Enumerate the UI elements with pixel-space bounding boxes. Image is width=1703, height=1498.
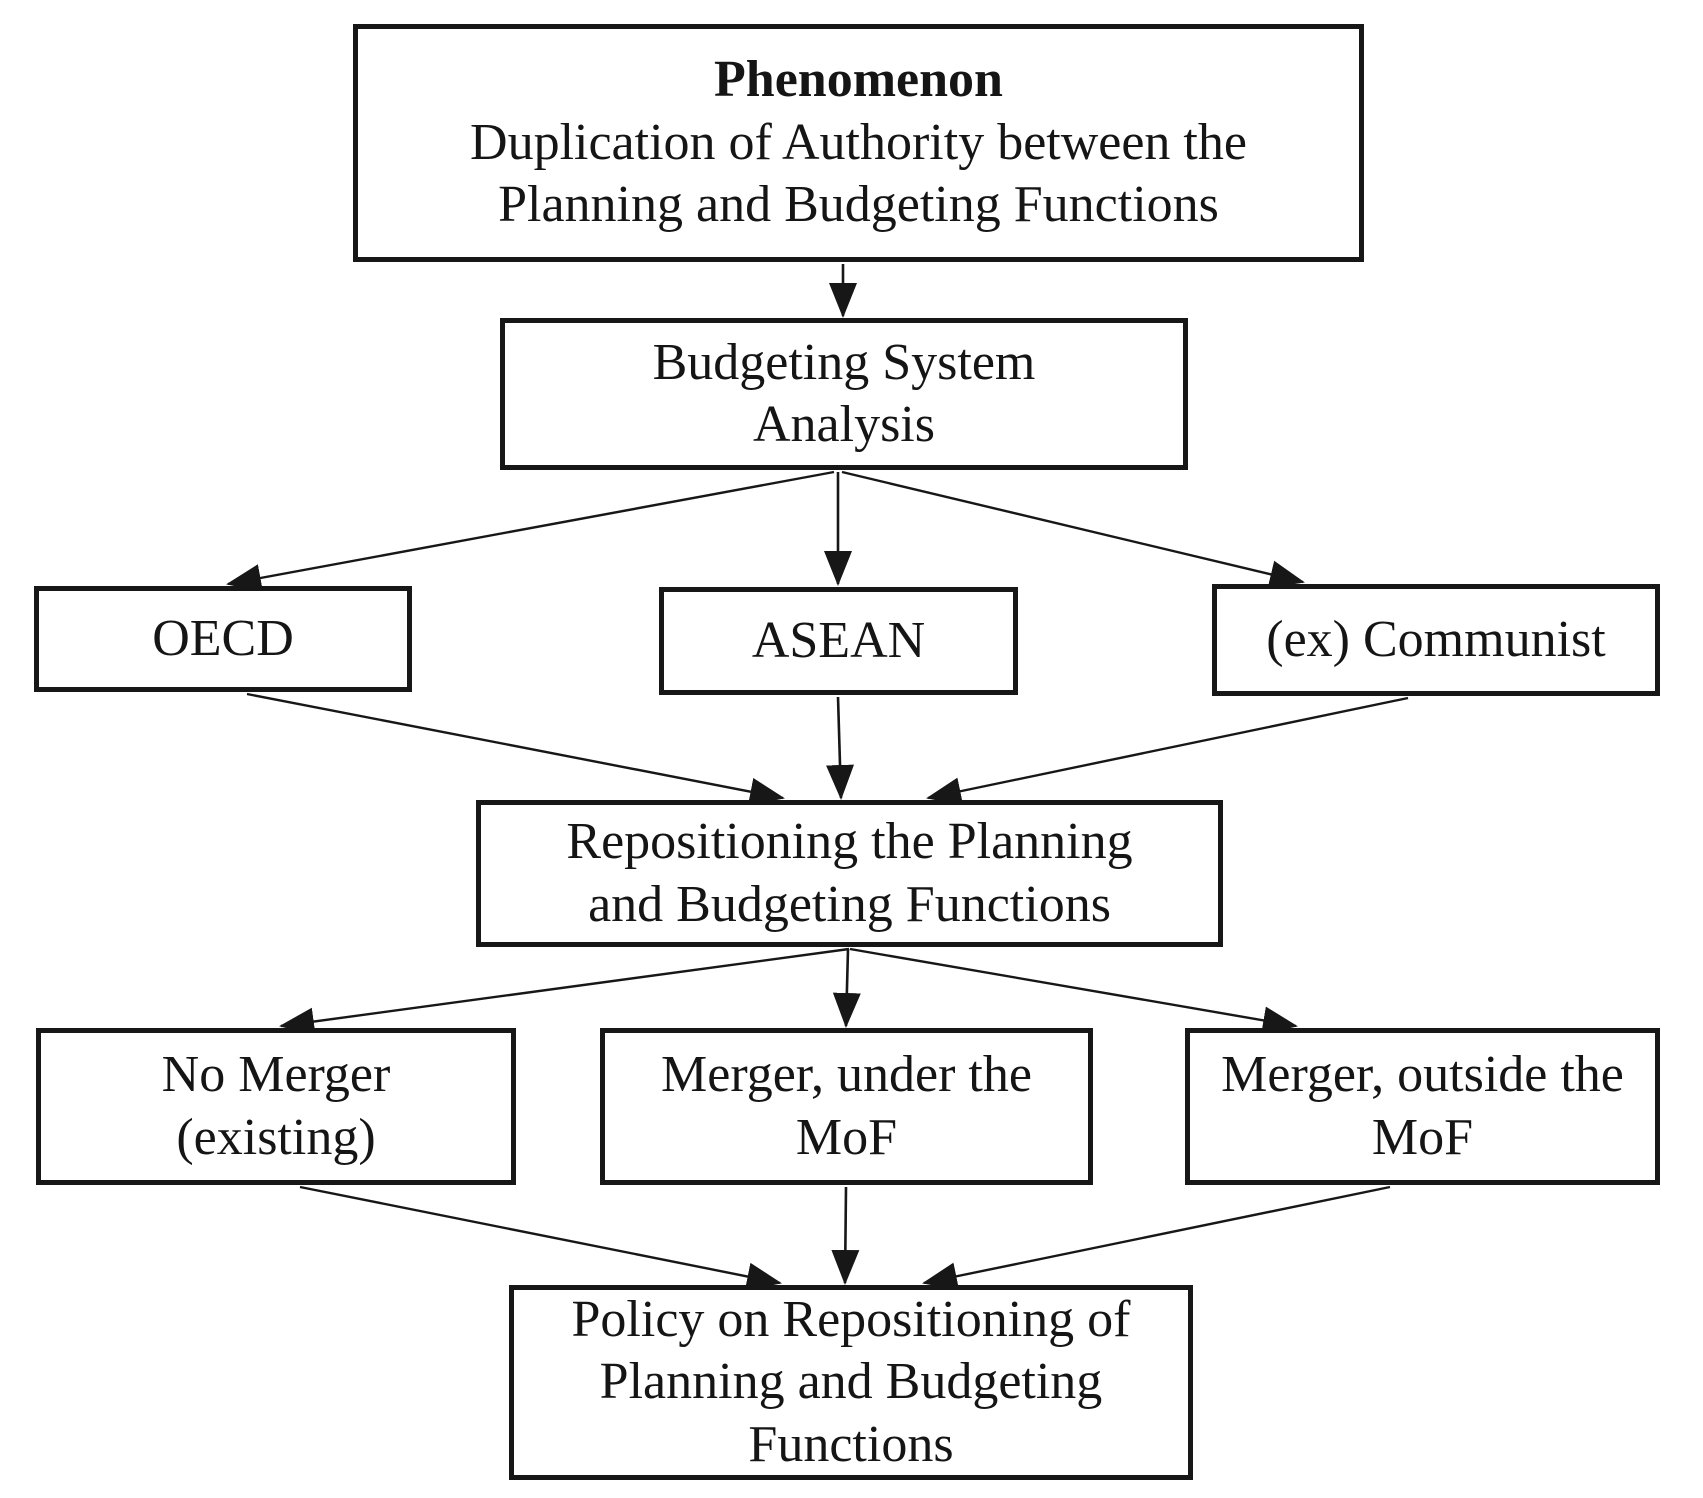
- arrow-repositioning-to-merger-under: [832, 948, 861, 1028]
- node-label: Budgeting System Analysis: [652, 333, 1036, 453]
- arrow-budgeting-to-oecd: [226, 470, 835, 592]
- node-phenomenon-body: Duplication of Authority between the Pla…: [470, 113, 1247, 234]
- node-merger-outside-mof: Merger, outside the MoF: [1185, 1028, 1660, 1185]
- arrow-oecd-to-repositioning: [246, 692, 785, 806]
- node-ex-communist: (ex) Communist: [1212, 584, 1660, 696]
- arrow-no-merger-to-policy: [299, 1185, 782, 1291]
- node-merger-under-mof: Merger, under the MoF: [600, 1028, 1093, 1185]
- arrow-merger-under-to-policy: [831, 1186, 860, 1285]
- node-label: No Merger (existing): [161, 1046, 391, 1166]
- node-label: (ex) Communist: [1266, 610, 1606, 668]
- node-label: Repositioning the Planning and Budgeting…: [566, 813, 1133, 933]
- arrow-budgeting-to-ex-communist: [841, 470, 1305, 588]
- node-no-merger: No Merger (existing): [36, 1028, 516, 1185]
- arrow-repositioning-to-merger-outside: [849, 947, 1298, 1035]
- node-phenomenon: Phenomenon Duplication of Authority betw…: [353, 24, 1364, 262]
- node-repositioning: Repositioning the Planning and Budgeting…: [476, 800, 1223, 947]
- node-policy: Policy on Repositioning of Planning and …: [509, 1285, 1193, 1480]
- arrow-merger-outside-to-policy: [922, 1185, 1391, 1291]
- node-label: ASEAN: [751, 611, 926, 669]
- arrow-repositioning-to-no-merger: [279, 947, 850, 1036]
- node-budgeting-system-analysis: Budgeting System Analysis: [500, 318, 1188, 470]
- node-label: Policy on Repositioning of Planning and …: [571, 1290, 1131, 1473]
- node-label: Merger, under the MoF: [661, 1046, 1032, 1166]
- node-label: OECD: [152, 609, 294, 667]
- node-label: Merger, outside the MoF: [1221, 1046, 1624, 1166]
- node-oecd: OECD: [34, 586, 412, 692]
- node-phenomenon-title: Phenomenon: [714, 51, 1003, 109]
- arrow-ex-communist-to-repositioning: [926, 696, 1409, 805]
- node-asean: ASEAN: [659, 587, 1018, 695]
- arrow-asean-to-repositioning: [826, 696, 855, 800]
